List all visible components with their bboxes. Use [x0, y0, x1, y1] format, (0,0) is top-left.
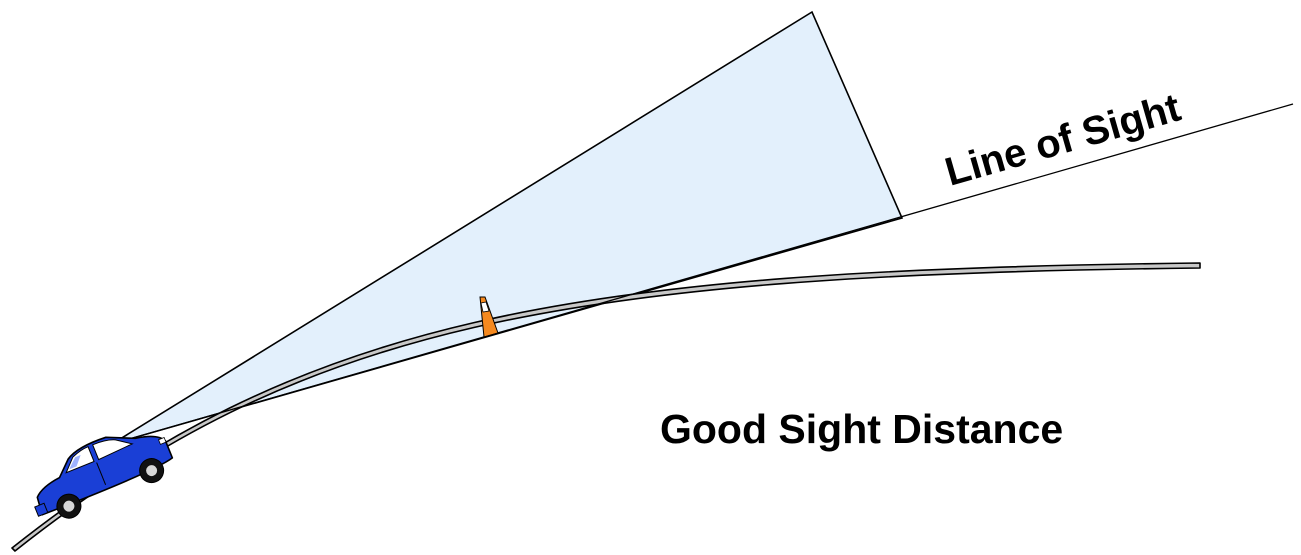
car-icon [20, 417, 179, 530]
sight-cone [112, 12, 902, 444]
line-of-sight-label: Line of Sight [940, 86, 1185, 195]
diagram-caption: Good Sight Distance [660, 406, 1063, 452]
